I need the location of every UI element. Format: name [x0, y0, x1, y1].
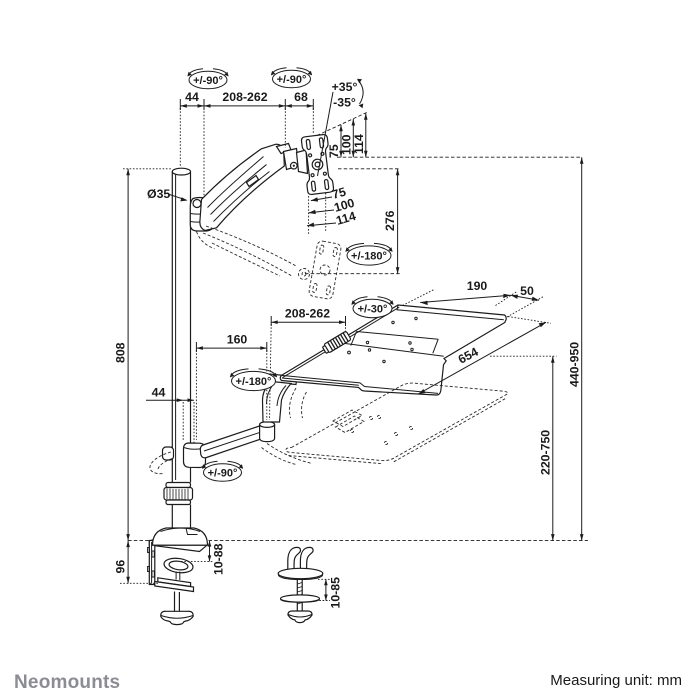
svg-text:10-88: 10-88: [212, 543, 226, 575]
svg-text:-35°: -35°: [333, 96, 356, 110]
svg-text:10-85: 10-85: [329, 577, 343, 609]
svg-text:208-262: 208-262: [285, 307, 330, 321]
svg-text:96: 96: [114, 560, 128, 574]
svg-text:75: 75: [327, 144, 341, 158]
svg-text:+/-180°: +/-180°: [351, 251, 387, 263]
svg-text:114: 114: [352, 134, 366, 154]
svg-text:100: 100: [332, 196, 356, 215]
svg-text:100: 100: [340, 134, 354, 155]
svg-text:+/-180°: +/-180°: [236, 376, 272, 388]
svg-text:808: 808: [114, 342, 128, 363]
svg-text:+35°: +35°: [332, 80, 358, 94]
svg-text:68: 68: [294, 90, 308, 104]
svg-text:276: 276: [383, 210, 397, 231]
svg-text:Measuring unit: mm: Measuring unit: mm: [550, 672, 682, 689]
svg-text:190: 190: [467, 279, 488, 293]
svg-text:Ø35: Ø35: [147, 187, 170, 201]
svg-text:75: 75: [330, 185, 347, 202]
svg-text:Neomounts: Neomounts: [14, 672, 120, 693]
svg-text:208-262: 208-262: [222, 90, 267, 104]
svg-text:440-950: 440-950: [568, 342, 582, 387]
svg-text:+/-90°: +/-90°: [193, 75, 223, 87]
svg-text:44: 44: [152, 386, 166, 400]
svg-text:+/-30°: +/-30°: [358, 303, 388, 315]
svg-text:114: 114: [334, 209, 357, 228]
svg-text:50: 50: [520, 284, 534, 298]
svg-text:160: 160: [227, 333, 248, 347]
svg-text:+/-90°: +/-90°: [208, 468, 238, 480]
svg-text:+/-90°: +/-90°: [277, 74, 307, 86]
svg-text:220-750: 220-750: [539, 430, 553, 475]
svg-text:44: 44: [185, 90, 199, 104]
